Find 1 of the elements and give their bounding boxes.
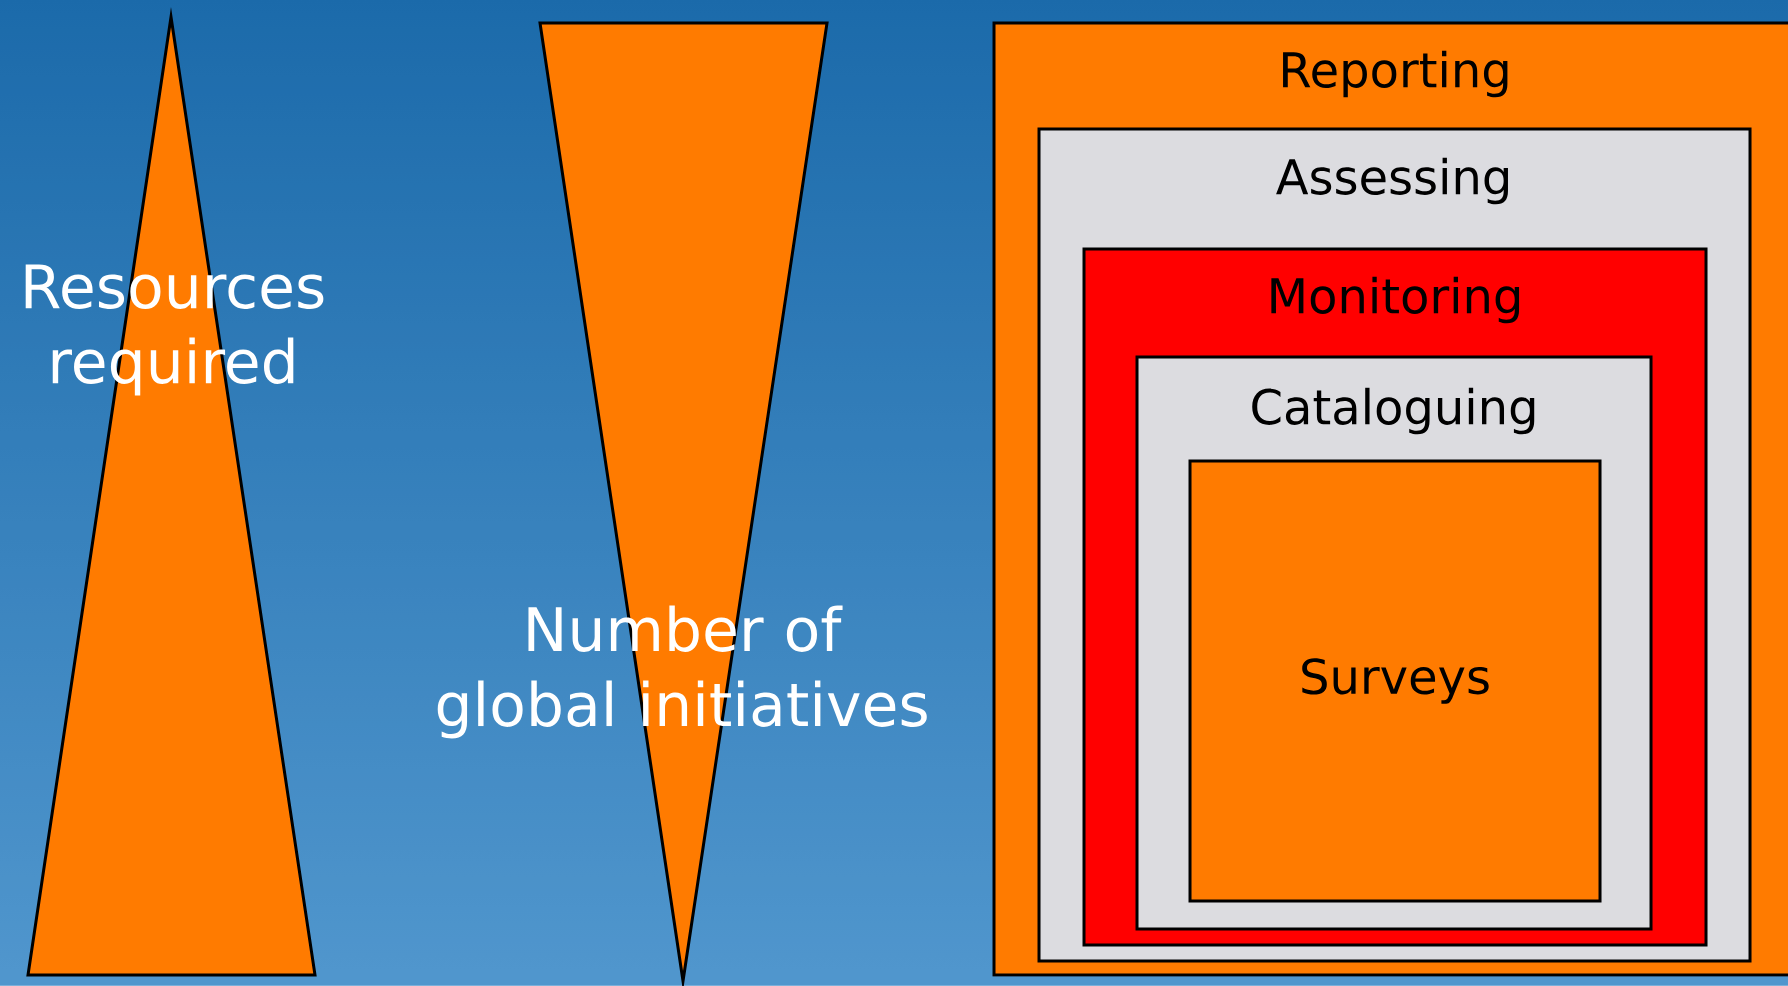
nested-box: Surveys bbox=[1188, 459, 1602, 903]
